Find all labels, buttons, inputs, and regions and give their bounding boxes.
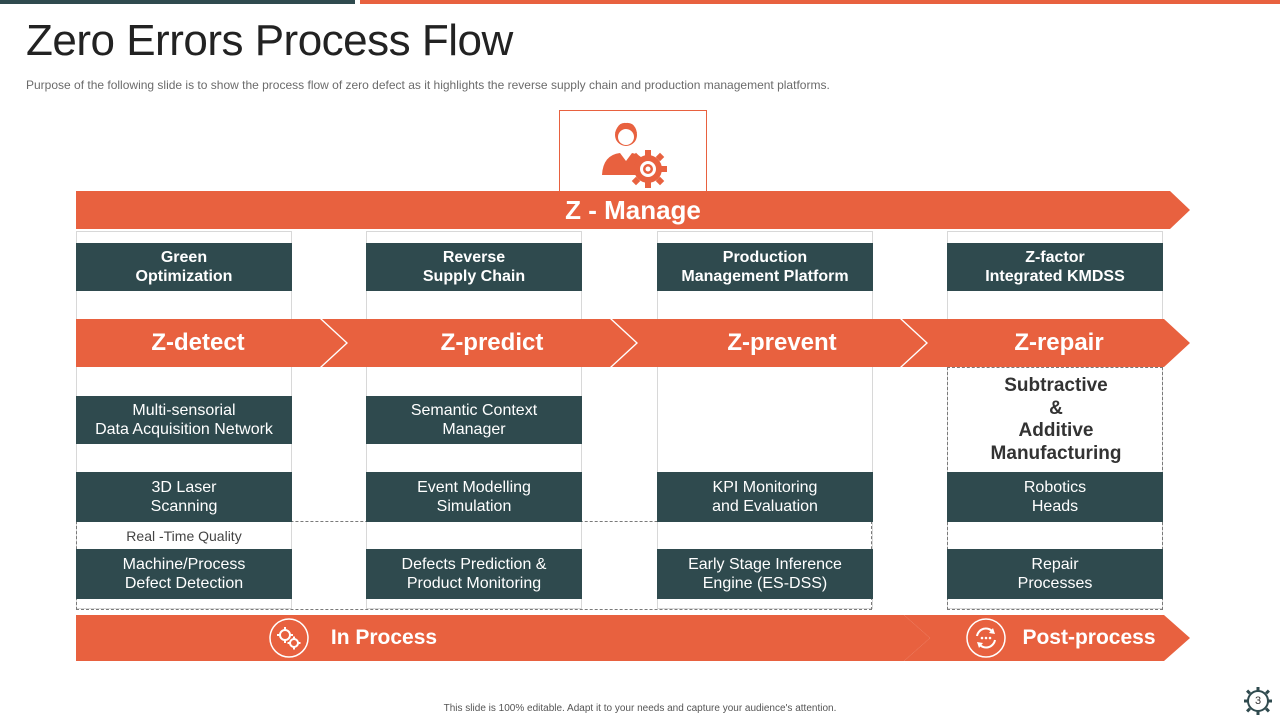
page-number: 3 [1254, 695, 1262, 707]
top-box-production-management: Production Management Platform [657, 243, 873, 291]
z-manage-label: Z - Manage [565, 194, 701, 225]
top-box-z-factor-kmdss: Z-factor Integrated KMDSS [947, 243, 1163, 291]
detect-item-laser-scanning: 3D Laser Scanning [76, 472, 292, 522]
manager-icon-box [559, 110, 707, 194]
realtime-quality-label: Real -Time Quality [126, 527, 242, 544]
stage-z-prevent: Z-prevent [612, 319, 926, 367]
top-box-green-optimization: Green Optimization [76, 243, 292, 291]
top-box-reverse-supply-chain: Reverse Supply Chain [366, 243, 582, 291]
gears-icon [269, 618, 309, 658]
stage-label: Z-predict [440, 329, 544, 356]
predict-item-semantic-context: Semantic Context Manager [366, 396, 582, 444]
column-frame-prevent [657, 231, 873, 609]
stage-label: Z-prevent [727, 329, 837, 356]
phase-post-process-label: Post-process [1022, 626, 1156, 649]
manager-gear-icon [602, 122, 667, 188]
gear-icon [1244, 687, 1272, 715]
repair-manufacturing-label: Subtractive & Additive Manufacturing [990, 375, 1122, 464]
phase-in-process: In Process [76, 615, 930, 661]
phase-in-process-label: In Process [330, 626, 438, 649]
repair-item-robotics-heads: Robotics Heads [947, 472, 1163, 522]
stage-z-detect: Z-detect [76, 319, 346, 367]
predict-item-event-modelling: Event Modelling Simulation [366, 472, 582, 522]
recycle-icon [966, 618, 1006, 658]
prevent-item-inference-engine: Early Stage Inference Engine (ES-DSS) [657, 549, 873, 599]
detect-item-defect-detection: Machine/Process Defect Detection [76, 549, 292, 599]
stage-z-repair: Z-repair [902, 319, 1190, 367]
stage-label: Z-detect [151, 329, 245, 356]
predict-item-defects-prediction: Defects Prediction & Product Monitoring [366, 549, 582, 599]
repair-item-repair-processes: Repair Processes [947, 549, 1163, 599]
prevent-item-kpi-monitoring: KPI Monitoring and Evaluation [657, 472, 873, 522]
page-title: Zero Errors Process Flow [26, 16, 513, 65]
stage-z-predict: Z-predict [322, 319, 636, 367]
footer-note: This slide is 100% editable. Adapt it to… [443, 703, 837, 714]
phase-post-process: Post-process [904, 615, 1190, 661]
stage-label: Z-repair [1014, 329, 1104, 356]
z-manage-banner: Z - Manage [76, 191, 1190, 229]
page-subtitle: Purpose of the following slide is to sho… [26, 78, 830, 92]
detect-item-data-acquisition: Multi-sensorial Data Acquisition Network [76, 396, 292, 444]
top-accent-bar-dark [0, 0, 355, 4]
top-accent-bar-orange [360, 0, 1280, 4]
